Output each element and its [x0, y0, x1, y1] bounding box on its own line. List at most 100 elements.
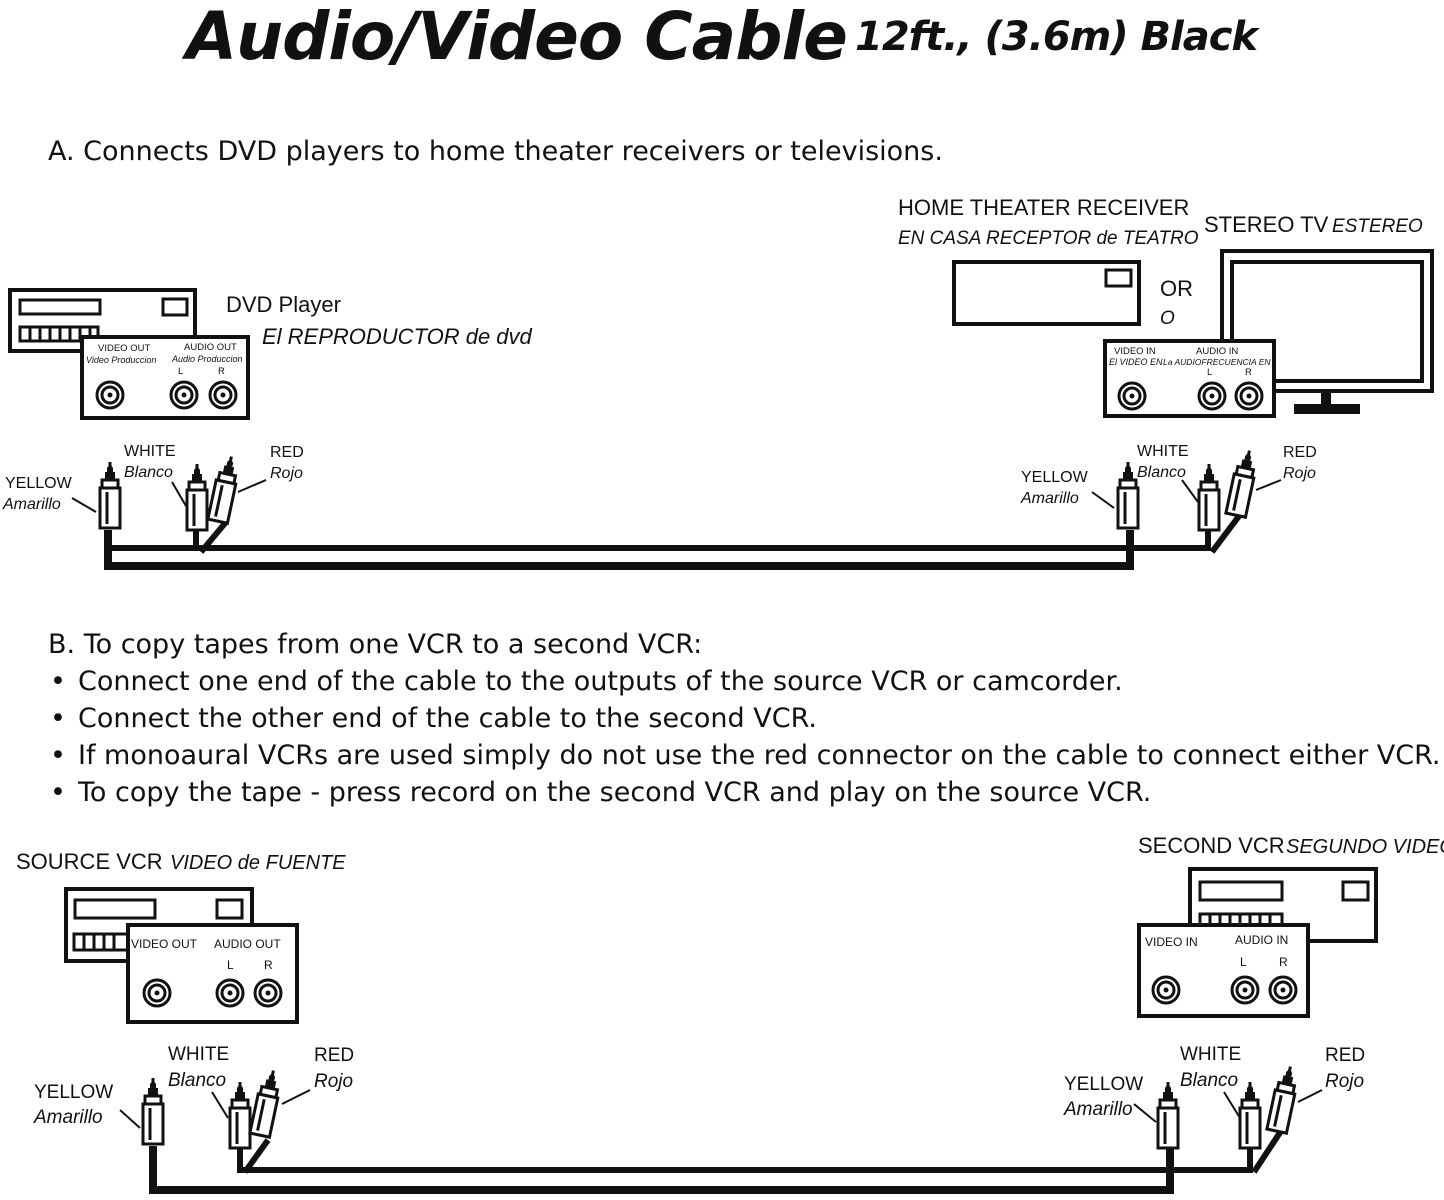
yellow-plug	[141, 1076, 165, 1146]
audio-left-jack	[1230, 975, 1260, 1005]
stereo-tv	[1103, 249, 1434, 418]
audio-right-label: R	[264, 958, 273, 972]
receiver-label-es: EN CASA RECEPTOR de TEATRO	[898, 228, 1199, 249]
yellow-label-es: Amarillo	[33, 1107, 103, 1128]
source-vcr-label: SOURCE VCR	[16, 849, 163, 874]
audio-right-label: R	[1279, 955, 1288, 969]
white-label-es: Blanco	[124, 464, 173, 481]
or-label: OR	[1160, 276, 1193, 301]
white-plug	[1197, 462, 1221, 532]
home-theater-receiver	[952, 260, 1141, 326]
white-label: WHITE	[1137, 443, 1189, 460]
cable-a	[104, 510, 1245, 570]
audio-out-label-es: Audio Produccion	[171, 354, 243, 364]
second-vcr-label: SECOND VCR	[1138, 833, 1285, 858]
video-out-jack	[95, 380, 125, 410]
page-subtitle: 12ft., (3.6m) Black	[855, 14, 1258, 60]
page-title: Audio/Video Cable	[186, 0, 848, 75]
yellow-label-es: Amarillo	[1063, 1099, 1133, 1120]
video-in-label-es: El VIDEO EN	[1109, 357, 1163, 367]
white-plug	[228, 1080, 252, 1150]
leader-line	[1181, 479, 1199, 503]
red-label: RED	[1283, 444, 1317, 461]
audio-left-label: L	[227, 958, 234, 972]
bullet-item: •If monoaural VCRs are used simply do no…	[50, 740, 1441, 771]
yellow-label-es: Amarillo	[1020, 490, 1079, 507]
bullet-item: •To copy the tape - press record on the …	[50, 777, 1152, 808]
yellow-plug	[98, 460, 122, 530]
audio-left-jack	[215, 978, 245, 1008]
red-label-es: Rojo	[270, 465, 303, 482]
leader-line	[281, 1089, 311, 1105]
audio-right-label: R	[218, 366, 225, 377]
red-label: RED	[1325, 1045, 1365, 1066]
red-plug	[1224, 446, 1261, 519]
leader-line	[1297, 1089, 1323, 1103]
second-vcr	[1137, 867, 1378, 1018]
receiver-label: HOME THEATER RECEIVER	[898, 195, 1189, 220]
red-label: RED	[314, 1045, 354, 1066]
second-vcr-label-es: SEGUNDO VIDEO	[1286, 836, 1444, 858]
yellow-label-es: Amarillo	[2, 496, 61, 513]
white-plug	[1238, 1080, 1262, 1150]
leader-line	[1255, 479, 1282, 491]
white-label: WHITE	[168, 1044, 229, 1065]
yellow-label: YELLOW	[5, 475, 73, 492]
red-plug	[206, 452, 243, 525]
red-label-es: Rojo	[314, 1071, 353, 1092]
white-plug	[185, 462, 209, 532]
white-label: WHITE	[124, 443, 176, 460]
dvd-player	[8, 288, 250, 420]
bullet-item: •Connect the other end of the cable to t…	[50, 703, 817, 734]
audio-in-label-es: La AUDIOFRECUENCIA EN	[1163, 357, 1271, 367]
red-label-es: Rojo	[1283, 465, 1316, 482]
video-in-jack	[1151, 975, 1181, 1005]
video-out-jack	[142, 978, 172, 1008]
audio-out-label: AUDIO OUT	[214, 937, 281, 951]
audio-left-label: L	[178, 366, 183, 377]
section-a-intro: A. Connects DVD players to home theater …	[48, 136, 943, 167]
tv-label-es: ESTEREO	[1332, 216, 1423, 237]
white-label-es: Blanco	[168, 1070, 226, 1091]
leader-line	[1133, 1103, 1157, 1123]
video-in-label: VIDEO IN	[1145, 935, 1198, 949]
yellow-label: YELLOW	[1021, 469, 1089, 486]
audio-left-label: L	[1240, 955, 1247, 969]
leader-line	[171, 481, 187, 507]
audio-out-label: AUDIO OUT	[184, 342, 237, 353]
audio-left-jack	[169, 380, 199, 410]
source-vcr-label-es: VIDEO de FUENTE	[170, 852, 346, 874]
audio-in-label: AUDIO IN	[1235, 933, 1288, 947]
video-out-label: VIDEO OUT	[98, 343, 150, 354]
white-label: WHITE	[1180, 1044, 1241, 1065]
audio-right-label: R	[1245, 367, 1252, 378]
audio-in-label: AUDIO IN	[1196, 346, 1238, 357]
audio-right-jack	[1234, 381, 1264, 411]
tv-label: STEREO TV	[1204, 212, 1329, 237]
video-out-label: VIDEO OUT	[131, 937, 198, 951]
red-plug	[248, 1066, 285, 1139]
leader-line	[119, 1109, 141, 1129]
yellow-plug	[1116, 460, 1140, 530]
yellow-label: YELLOW	[34, 1082, 113, 1103]
red-label: RED	[270, 444, 304, 461]
yellow-plug	[1156, 1080, 1180, 1150]
audio-right-jack	[1268, 975, 1298, 1005]
leader-line	[1223, 1091, 1241, 1119]
audio-left-jack	[1197, 381, 1227, 411]
bullet-item: •Connect one end of the cable to the out…	[50, 666, 1123, 697]
audio-right-jack	[253, 978, 283, 1008]
red-label-es: Rojo	[1325, 1071, 1364, 1092]
dvd-player-label: DVD Player	[226, 292, 341, 317]
white-label-es: Blanco	[1180, 1070, 1238, 1091]
section-b-intro: B. To copy tapes from one VCR to a secon…	[48, 629, 703, 660]
audio-left-label: L	[1207, 367, 1212, 378]
leader-line	[237, 479, 267, 493]
leader-line	[1091, 491, 1115, 509]
leader-line	[71, 497, 97, 513]
white-label-es: Blanco	[1137, 464, 1186, 481]
video-in-jack	[1117, 381, 1147, 411]
or-label-es: O	[1160, 308, 1175, 329]
yellow-label: YELLOW	[1064, 1074, 1143, 1095]
